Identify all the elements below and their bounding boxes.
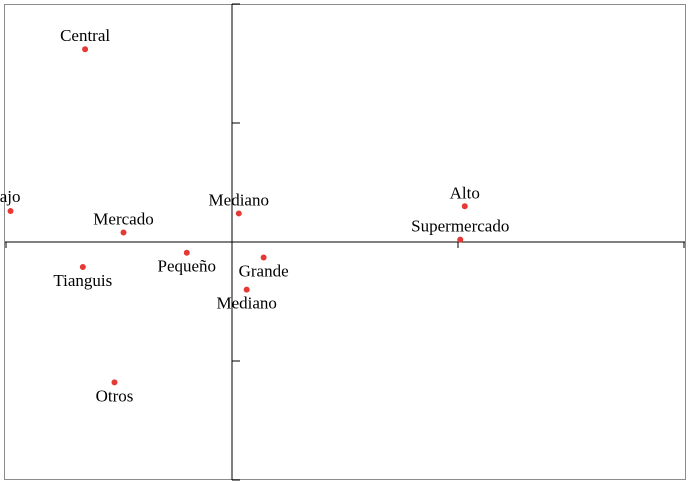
data-point [7, 208, 14, 215]
data-point [260, 254, 267, 261]
point-label: Grande [239, 261, 289, 280]
data-point [183, 249, 190, 256]
plot-frame [4, 4, 686, 480]
data-point [235, 210, 242, 217]
point-label: Alto [450, 183, 480, 202]
data-point [461, 203, 468, 210]
point-label: Otros [96, 386, 134, 405]
point-label: Bajo [0, 187, 21, 206]
data-point [82, 46, 89, 53]
axes [5, 3, 685, 481]
point-label: Tianguis [53, 271, 112, 290]
data-point [120, 229, 127, 236]
data-point [243, 286, 250, 293]
point-label: Mediano [209, 190, 269, 209]
data-point [111, 379, 118, 386]
data-points [7, 46, 468, 386]
data-point [79, 263, 86, 270]
point-label: Pequeño [158, 257, 217, 276]
point-label: Mediano [216, 294, 276, 313]
point-label: Mercado [93, 209, 153, 228]
point-label: Supermercado [411, 217, 509, 236]
data-point [457, 236, 464, 243]
point-label: Central [60, 26, 110, 45]
point-labels: CentralBajoMercadoMedianoAltoSupermercad… [0, 26, 509, 405]
